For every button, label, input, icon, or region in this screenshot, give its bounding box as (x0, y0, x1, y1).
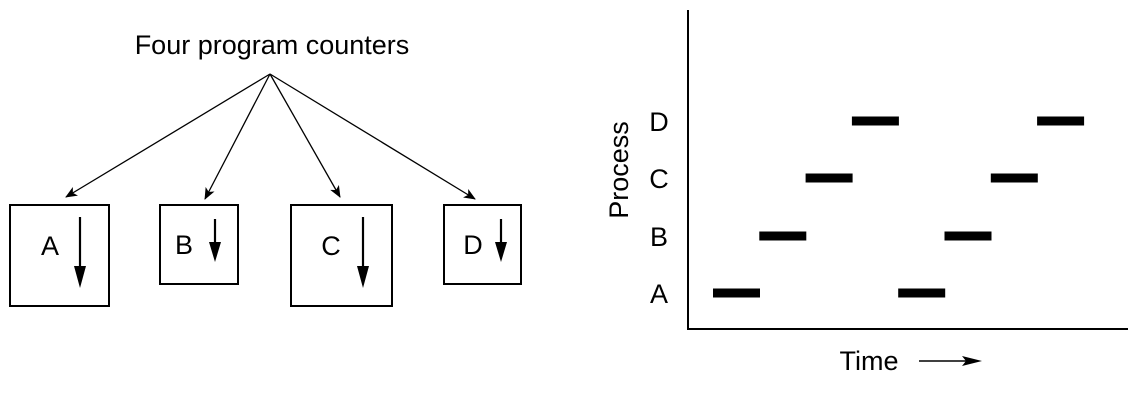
down-arrowhead-icon (74, 266, 86, 288)
burst-a-slot-4 (898, 288, 946, 298)
burst-b-slot-1 (759, 231, 807, 241)
process-box-a: A (9, 204, 110, 307)
down-arrowhead-icon (209, 242, 221, 262)
pointer-arrow-a (65, 73, 271, 198)
down-arrowhead-icon (357, 266, 369, 288)
process-label-d: D (463, 230, 483, 260)
y-axis-label: Process (604, 121, 634, 219)
burst-c-slot-6 (990, 173, 1038, 183)
burst-d-slot-7 (1037, 116, 1085, 126)
pointer-arrow-d (269, 73, 476, 200)
row-label-b: B (650, 222, 668, 252)
burst-d-slot-3 (851, 116, 899, 126)
program-counters-diagram: Four program counters A B C (9, 30, 522, 307)
row-label-d: D (649, 107, 669, 137)
caption: Four program counters (135, 30, 410, 60)
process-label-c: C (321, 231, 341, 261)
process-label-b: B (175, 230, 193, 260)
row-label-a: A (650, 279, 668, 309)
process-box-b: B (159, 204, 239, 285)
pointer-arrow-c (269, 73, 341, 198)
row-label-c: C (649, 164, 669, 194)
pointer-arrow-b (204, 73, 271, 200)
process-box-d: D (443, 204, 522, 285)
down-arrowhead-icon (495, 242, 507, 262)
burst-c-slot-2 (805, 173, 853, 183)
x-axis-label: Time (840, 346, 899, 376)
time-arrowhead-icon (962, 356, 982, 366)
burst-a-slot-0 (713, 288, 760, 298)
process-box-c: C (290, 204, 393, 307)
process-label-a: A (41, 231, 59, 261)
burst-b-slot-5 (944, 231, 992, 241)
